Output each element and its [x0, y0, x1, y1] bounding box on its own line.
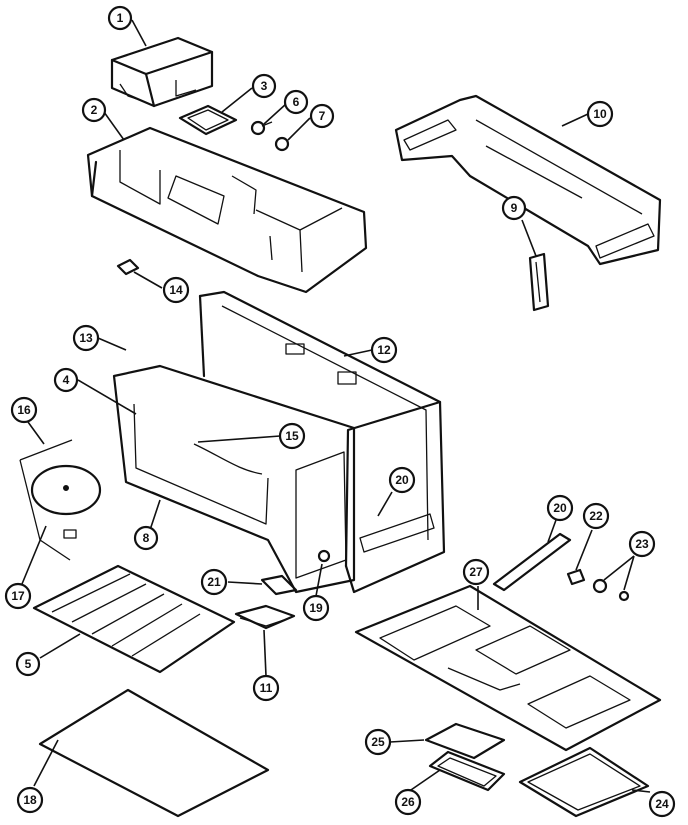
svg-text:20: 20 — [553, 501, 567, 515]
callout-27: 27 — [462, 558, 490, 586]
callout-9: 9 — [501, 195, 527, 221]
callout-2: 2 — [81, 97, 107, 123]
part-9-clip — [528, 252, 550, 312]
svg-text:9: 9 — [511, 201, 518, 215]
part-11-tray — [234, 604, 296, 630]
callout-20-rail: 20 — [546, 494, 574, 522]
callout-1: 1 — [107, 5, 133, 31]
svg-text:16: 16 — [17, 403, 31, 417]
callout-12: 12 — [370, 336, 398, 364]
callout-23: 23 — [628, 530, 656, 558]
callout-14: 14 — [162, 276, 190, 304]
svg-text:1: 1 — [117, 11, 124, 25]
callout-6: 6 — [283, 89, 309, 115]
callout-7: 7 — [309, 103, 335, 129]
callout-5: 5 — [15, 651, 41, 677]
part-7-knob — [274, 136, 290, 152]
part-19-screw — [317, 549, 331, 563]
callout-3: 3 — [251, 73, 277, 99]
svg-text:20: 20 — [395, 473, 409, 487]
callout-10: 10 — [586, 100, 614, 128]
svg-text:18: 18 — [23, 793, 37, 807]
svg-text:6: 6 — [293, 95, 300, 109]
callout-19: 19 — [302, 594, 330, 622]
part-1-top-cover — [110, 36, 214, 108]
part-26-lens — [428, 750, 506, 792]
svg-text:23: 23 — [635, 537, 649, 551]
svg-text:21: 21 — [207, 575, 221, 589]
svg-text:19: 19 — [309, 601, 323, 615]
part-3-filter — [178, 104, 238, 136]
part-6-knob — [250, 120, 273, 136]
callout-24: 24 — [648, 790, 676, 818]
part-5-rack — [32, 564, 236, 674]
callout-8: 8 — [133, 525, 159, 551]
callout-11: 11 — [252, 674, 280, 702]
callout-20-right: 20 — [388, 466, 416, 494]
part-28-rail — [492, 532, 572, 592]
part-14-switch — [116, 258, 140, 276]
callout-26: 26 — [394, 788, 422, 816]
svg-text:3: 3 — [261, 79, 268, 93]
part-10-mounting-bracket — [394, 94, 662, 266]
callout-21: 21 — [200, 568, 228, 596]
svg-text:11: 11 — [260, 681, 273, 695]
part-12-cabinet — [198, 290, 446, 594]
part-16-turntable-support — [19, 439, 102, 561]
part-4-front-frame — [112, 364, 356, 594]
svg-text:25: 25 — [371, 735, 385, 749]
svg-text:2: 2 — [91, 103, 98, 117]
callout-16: 16 — [10, 396, 38, 424]
leader-lines — [21, 19, 651, 793]
part-25-filter — [424, 722, 506, 760]
svg-text:24: 24 — [655, 797, 669, 811]
part-18-plate — [38, 688, 270, 818]
part-2-base-tray — [86, 126, 368, 294]
callout-25: 25 — [364, 728, 392, 756]
callout-15: 15 — [278, 422, 306, 450]
svg-text:15: 15 — [285, 429, 299, 443]
svg-text:17: 17 — [11, 589, 25, 603]
svg-text:27: 27 — [469, 565, 483, 579]
svg-text:14: 14 — [169, 283, 183, 297]
svg-text:10: 10 — [593, 107, 607, 121]
part-22-bolt — [566, 568, 586, 586]
svg-text:26: 26 — [401, 795, 415, 809]
callout-13: 13 — [72, 324, 100, 352]
svg-text:7: 7 — [319, 109, 326, 123]
callout-22: 22 — [582, 502, 610, 530]
svg-text:4: 4 — [63, 373, 70, 387]
svg-text:8: 8 — [143, 531, 150, 545]
callout-4: 4 — [53, 367, 79, 393]
callout-18: 18 — [16, 786, 44, 814]
part-23-fasteners — [592, 578, 630, 602]
svg-text:12: 12 — [377, 343, 391, 357]
svg-text:22: 22 — [589, 509, 603, 523]
svg-text:5: 5 — [25, 657, 32, 671]
part-21-hinge — [260, 574, 298, 596]
part-27-bottom-plate — [354, 584, 662, 752]
callout-17: 17 — [4, 582, 32, 610]
svg-text:13: 13 — [79, 331, 93, 345]
part-24-cover — [518, 746, 650, 818]
